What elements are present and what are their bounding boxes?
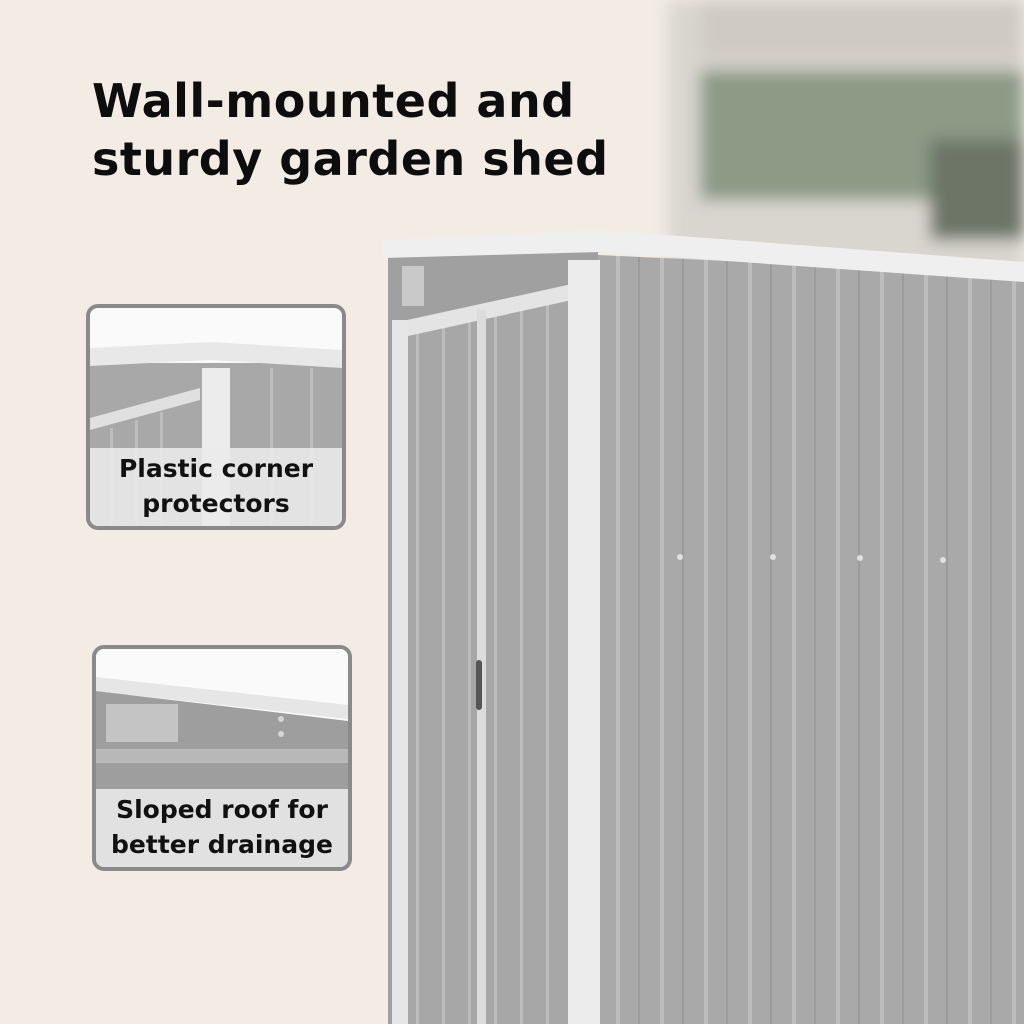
vent bbox=[402, 266, 424, 306]
feature-corner-protectors: Plastic corner protectors bbox=[86, 304, 346, 530]
headline: Wall-mounted and sturdy garden shed bbox=[92, 72, 609, 188]
feature-caption: Sloped roof for better drainage bbox=[96, 789, 348, 867]
shed-door-right bbox=[486, 294, 568, 1024]
shed-door-left bbox=[408, 314, 478, 1024]
feature-sloped-roof: Sloped roof for better drainage bbox=[92, 645, 352, 871]
feature-caption: Plastic corner protectors bbox=[90, 448, 342, 526]
headline-line2: sturdy garden shed bbox=[92, 132, 609, 186]
caption-line2: protectors bbox=[142, 489, 290, 518]
shed-side-panel bbox=[598, 255, 1024, 1024]
caption-line1: Sloped roof for bbox=[116, 795, 328, 824]
caption-line2: better drainage bbox=[111, 830, 333, 859]
vent bbox=[106, 704, 178, 742]
shed-roof bbox=[383, 230, 1024, 282]
blurred-background-window bbox=[668, 0, 1024, 280]
headline-line1: Wall-mounted and bbox=[92, 74, 575, 128]
door-handle bbox=[476, 660, 482, 710]
caption-line1: Plastic corner bbox=[118, 454, 314, 483]
